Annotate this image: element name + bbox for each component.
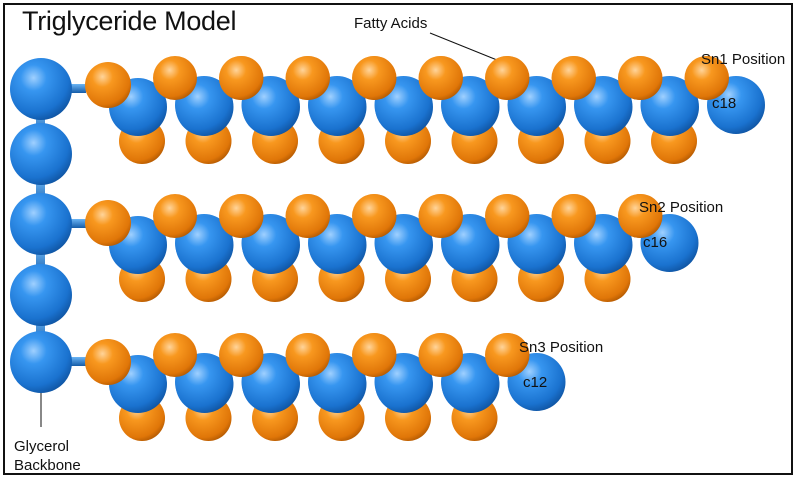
glycerol-label-line2: Backbone xyxy=(14,457,81,474)
glycerol-backbone-label: Glycerol Backbone xyxy=(14,437,81,475)
hydrogen-atom xyxy=(485,56,530,100)
oxygen-atom xyxy=(85,62,131,108)
hydrogen-atom xyxy=(618,194,663,238)
sn1-carbon-count: c18 xyxy=(712,95,737,112)
fatty-acids-label: Fatty Acids xyxy=(354,15,428,32)
sn3-carbon-count: c12 xyxy=(523,374,548,391)
fatty-acid-chain-sn3 xyxy=(85,333,566,441)
hydrogen-atom xyxy=(352,333,397,377)
hydrogen-atom xyxy=(552,56,596,100)
hydrogen-atom xyxy=(685,56,729,100)
glycerol-carbon-atom xyxy=(10,331,72,393)
hydrogen-atom xyxy=(419,194,463,238)
hydrogen-atom xyxy=(286,333,330,377)
hydrogen-atom xyxy=(153,333,197,377)
ester-bond xyxy=(60,84,86,93)
hydrogen-atom xyxy=(618,56,663,100)
fatty-acid-chain-sn2 xyxy=(85,194,699,302)
sn3-position-label: Sn3 Position xyxy=(519,339,604,356)
fatty-acid-chain-sn1 xyxy=(85,56,765,164)
hydrogen-atom xyxy=(153,56,197,100)
glycerol-carbon-atom xyxy=(10,193,72,255)
hydrogen-atom xyxy=(286,194,330,238)
hydrogen-atom xyxy=(419,56,463,100)
backbone-bond xyxy=(36,316,45,346)
glycerol-carbon-atom xyxy=(10,264,72,326)
hydrogen-atom xyxy=(286,56,330,100)
hydrogen-atom xyxy=(485,333,530,377)
hydrogen-atom xyxy=(552,194,596,238)
ester-bond xyxy=(60,357,86,366)
hydrogen-atom xyxy=(352,56,397,100)
ester-bond xyxy=(60,219,86,228)
backbone-bond xyxy=(36,178,45,208)
sn1-position-label: Sn1 Position xyxy=(701,51,786,68)
oxygen-atom xyxy=(85,200,131,246)
diagram-title: Triglyceride Model xyxy=(22,6,237,36)
hydrogen-atom xyxy=(485,194,530,238)
hydrogen-atom xyxy=(419,333,463,377)
sn2-position-label: Sn2 Position xyxy=(639,199,724,216)
glycerol-label-line1: Glycerol xyxy=(14,438,70,455)
fatty-acids-pointer xyxy=(429,32,498,61)
hydrogen-atom xyxy=(352,194,397,238)
glycerol-backbone xyxy=(10,58,86,393)
sn2-carbon-count: c16 xyxy=(643,234,668,251)
glycerol-carbon-atom xyxy=(10,123,72,185)
hydrogen-atom xyxy=(153,194,197,238)
hydrogen-atom xyxy=(219,333,264,377)
oxygen-atom xyxy=(85,339,131,385)
hydrogen-atom xyxy=(219,56,264,100)
backbone-bond xyxy=(36,247,45,277)
hydrogen-atom xyxy=(219,194,264,238)
glycerol-carbon-atom xyxy=(10,58,72,120)
